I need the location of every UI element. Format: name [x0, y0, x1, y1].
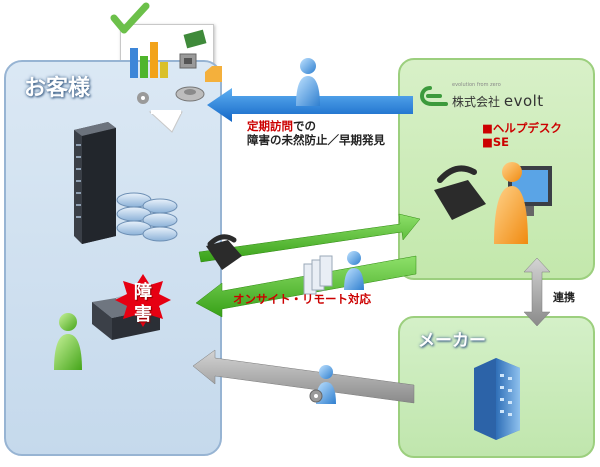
- helpdesk-phone-icon: [434, 165, 486, 220]
- operator-person-icon: [494, 162, 528, 244]
- evolt-logo-icon: [420, 86, 448, 106]
- periodic-visit-red-text: 定期訪問: [247, 119, 293, 133]
- onsite-remote-label: オンサイト・リモート対応: [233, 292, 371, 306]
- incident-label-line1: 障: [134, 282, 152, 303]
- incident-label: 障 害: [123, 282, 163, 326]
- periodic-visit-purpose: 障害の未然防止／早期発見: [247, 133, 385, 147]
- company-name: 株式会社 evolt: [452, 92, 544, 110]
- storage-icon: [116, 192, 178, 242]
- callout-pointer: [148, 110, 183, 133]
- server-rack-icon: [74, 122, 116, 244]
- maker-support-arrow: [192, 349, 415, 404]
- periodic-visit-label: 定期訪問での 障害の未然防止／早期発見: [247, 118, 385, 147]
- remote-connection-icon: [303, 251, 364, 295]
- monitoring-icons: [130, 29, 222, 104]
- maker-building-icon: [474, 358, 520, 440]
- check-icon: [110, 2, 150, 34]
- periodic-visit-suffix: での: [293, 119, 316, 133]
- incident-label-line2: 害: [134, 304, 152, 325]
- role-se: ■SE: [482, 135, 510, 149]
- customer-title: お客様: [24, 76, 91, 101]
- maker-engineer-icon: [309, 365, 336, 404]
- customer-person-icon: [54, 313, 82, 370]
- roles-list: ■ヘルプデスク ■SE: [482, 121, 562, 149]
- company-name-jp: 株式会社: [452, 95, 501, 109]
- maker-title: メーカー: [418, 331, 486, 351]
- cooperation-arrow: [523, 257, 551, 327]
- engineer-icon: [296, 58, 320, 106]
- company-tagline: evolution from zero: [452, 82, 501, 88]
- incident-burst-icon: [115, 274, 171, 327]
- role-helpdesk: ■ヘルプデスク: [482, 121, 562, 135]
- telephone-icon: [206, 234, 242, 270]
- cooperation-label: 連携: [553, 291, 575, 304]
- company-name-en: evolt: [503, 92, 544, 110]
